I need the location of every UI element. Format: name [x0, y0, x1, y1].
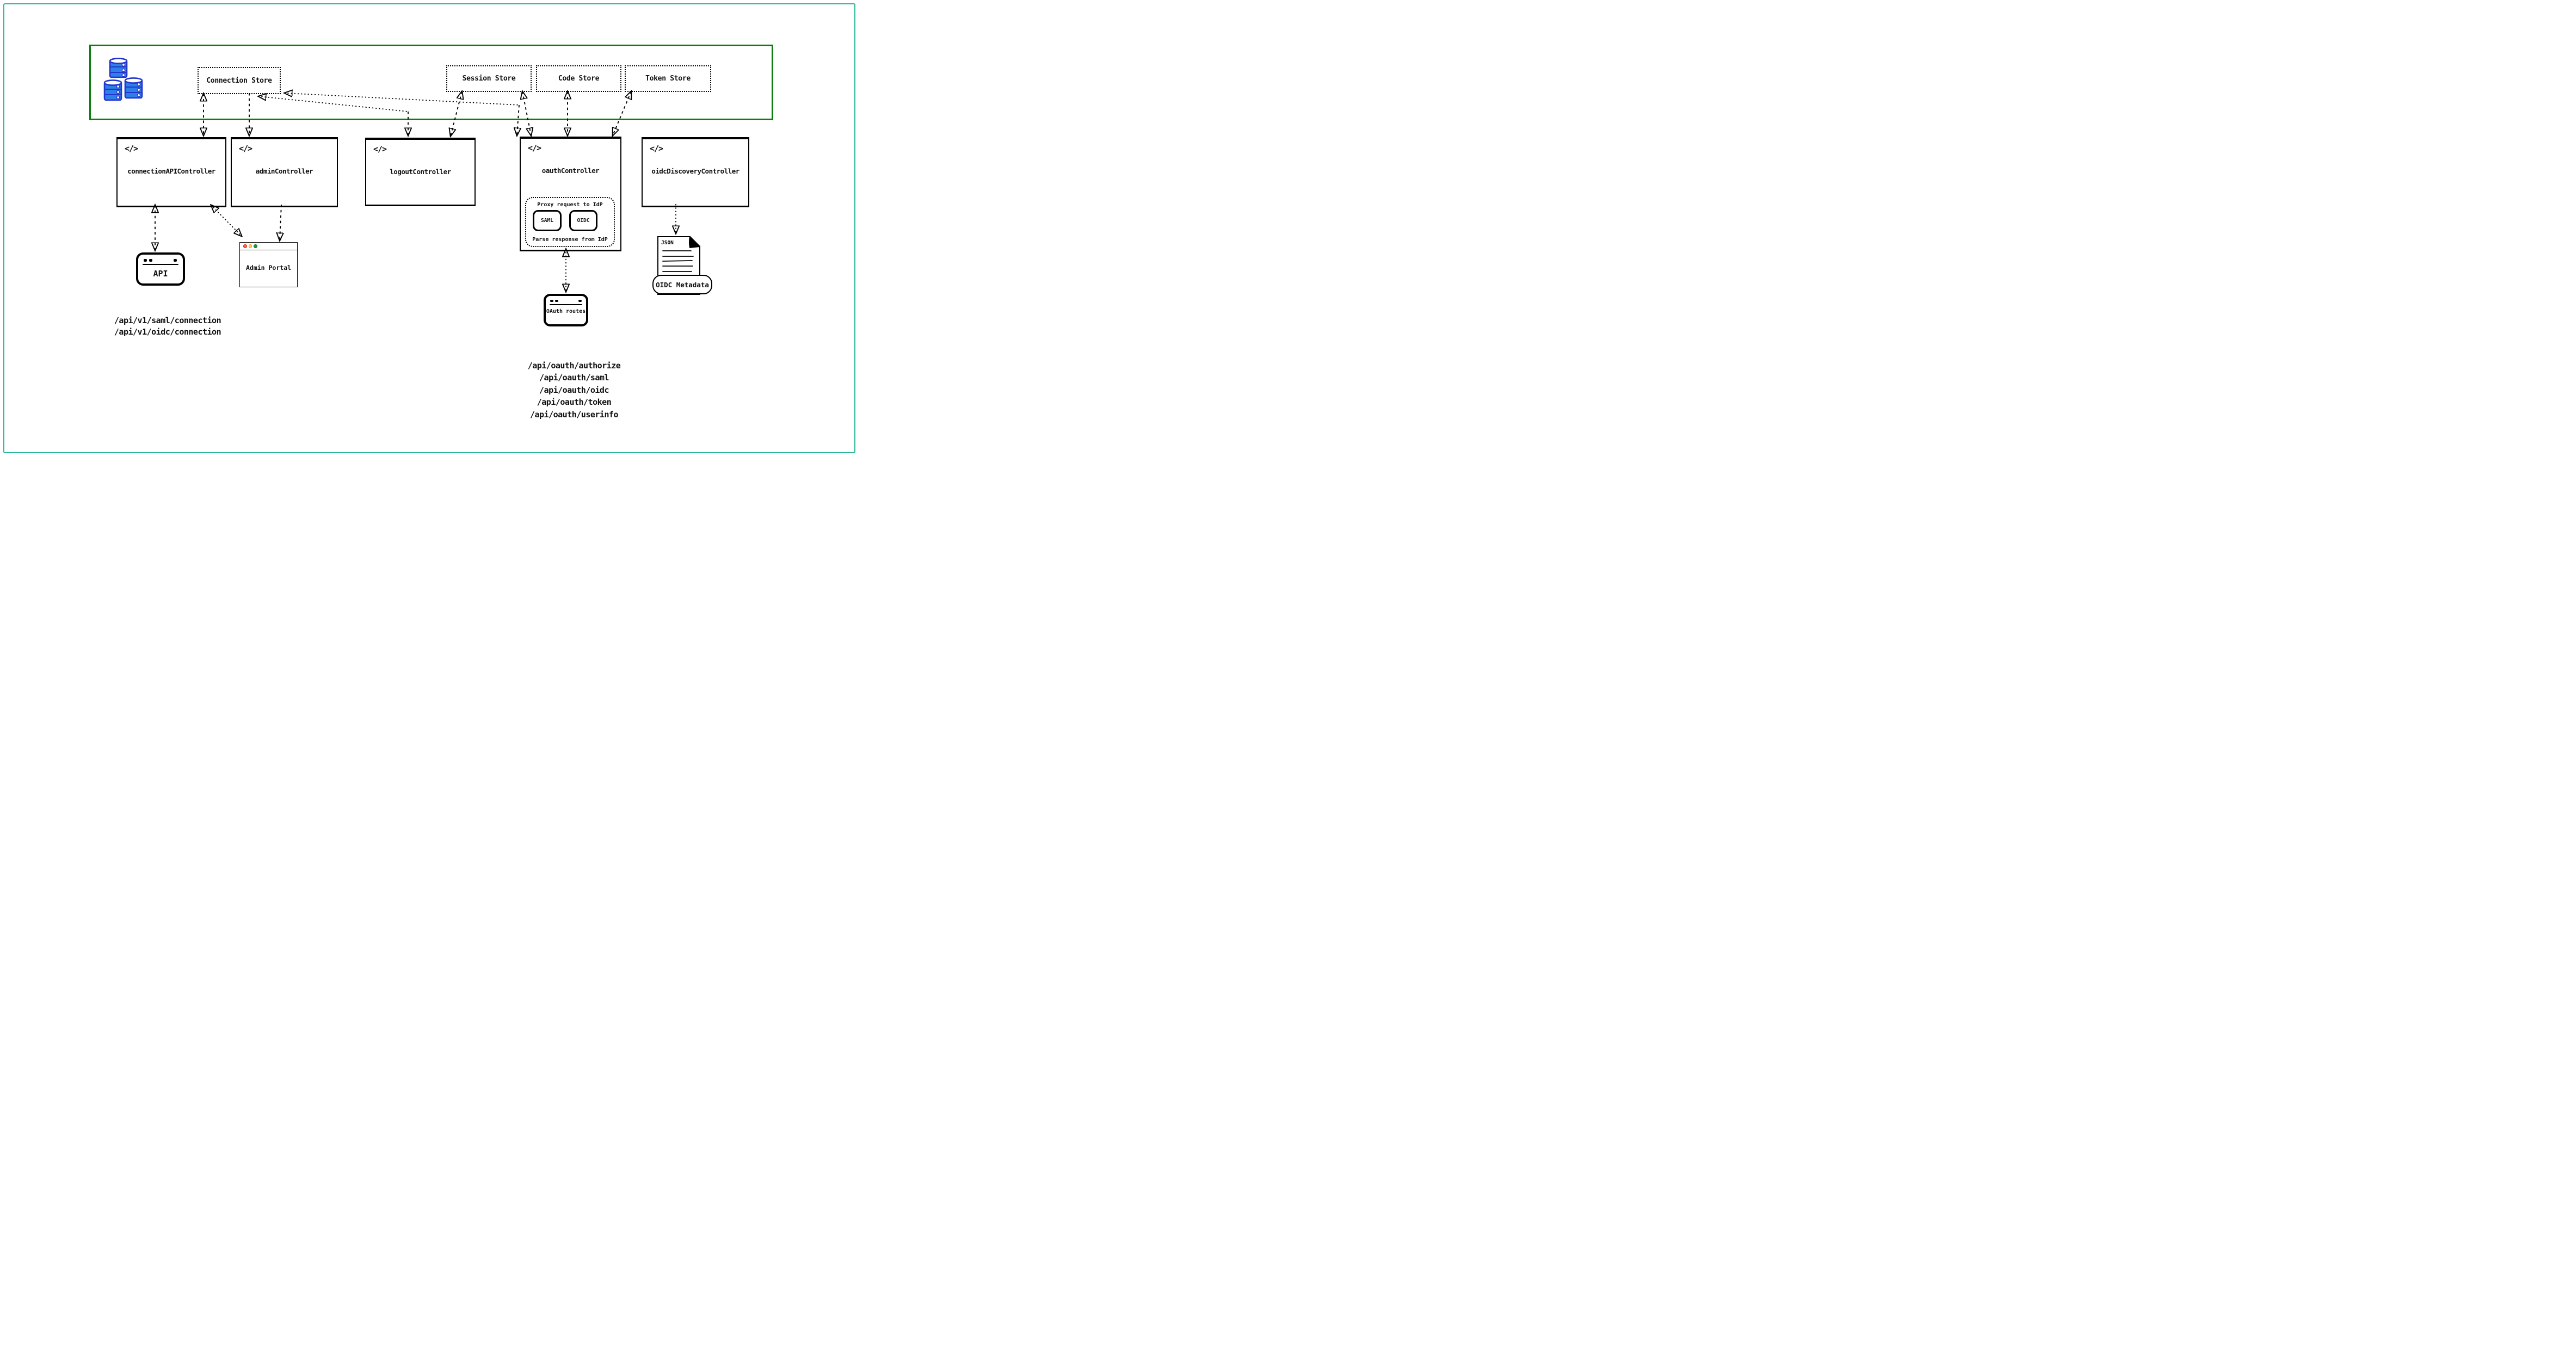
oauth-endpoints: /api/oauth/authorize /api/oauth/saml /ap…	[514, 360, 634, 421]
protocol-oidc: OIDC	[569, 210, 597, 231]
node-admin-controller: </> adminController	[231, 137, 338, 207]
outer-frame	[3, 3, 855, 453]
store-token: Token Store	[625, 65, 711, 92]
window-dot-icon	[174, 259, 177, 262]
store-code: Code Store	[536, 65, 621, 92]
store-session-label: Session Store	[462, 75, 516, 83]
store-connection: Connection Store	[198, 67, 281, 94]
code-icon: </>	[528, 143, 541, 153]
endpoint-path: /api/oauth/userinfo	[529, 409, 619, 419]
window-dot-icon	[578, 300, 582, 302]
node-connection-api-controller: </> connectionAPIController	[116, 137, 226, 207]
store-connection-label: Connection Store	[206, 76, 272, 85]
endpoint-path: /api/oauth/saml	[539, 373, 609, 383]
protocol-saml-label: SAML	[541, 218, 553, 224]
browser-titlebar	[240, 243, 297, 250]
window-dot-icon	[550, 300, 553, 302]
code-icon: </>	[239, 144, 252, 153]
node-label: adminController	[255, 167, 313, 175]
node-label: oidcDiscoveryController	[651, 167, 739, 175]
window-dot-icon	[144, 259, 147, 262]
store-code-label: Code Store	[558, 75, 600, 83]
admin-portal-window: Admin Portal	[239, 242, 298, 287]
code-icon: </>	[650, 144, 663, 153]
window-bar	[550, 304, 582, 305]
database-icon	[103, 58, 143, 101]
idp-proxy-group: Proxy request to IdP SAML OIDC Parse res…	[525, 197, 615, 247]
protocol-saml: SAML	[533, 210, 562, 231]
node-label: logoutController	[390, 168, 451, 176]
protocol-oidc-label: OIDC	[577, 218, 590, 224]
oidc-metadata-label: OIDC Metadata	[656, 280, 709, 289]
store-token-label: Token Store	[645, 75, 691, 83]
node-oidc-discovery-controller: </> oidcDiscoveryController	[642, 137, 749, 207]
maximize-icon	[254, 244, 257, 248]
node-label: oauthController	[541, 166, 600, 175]
endpoint-path: /api/v1/oidc/connection	[114, 327, 221, 337]
node-logout-controller: </> logoutController	[365, 138, 476, 206]
window-dot-icon	[555, 300, 558, 302]
endpoint-path: /api/oauth/authorize	[527, 361, 621, 371]
close-icon	[243, 244, 247, 248]
minimize-icon	[248, 244, 252, 248]
code-icon: </>	[373, 144, 387, 154]
admin-portal-label: Admin Portal	[245, 264, 292, 271]
window-bar	[143, 263, 178, 266]
endpoint-path: /api/oauth/oidc	[539, 385, 609, 395]
endpoint-path: /api/oauth/token	[537, 397, 612, 408]
diagram-canvas: Connection Store Session Store Code Stor…	[0, 0, 859, 456]
node-label: connectionAPIController	[127, 167, 215, 175]
proxy-request-label: Proxy request to IdP	[537, 202, 603, 208]
oauth-routes-window: OAuth routes	[544, 294, 588, 326]
api-window: API	[136, 252, 185, 286]
window-dot-icon	[149, 259, 152, 262]
store-session: Session Store	[446, 65, 532, 92]
oidc-metadata-badge: OIDC Metadata	[652, 275, 712, 294]
parse-response-label: Parse response from IdP	[532, 237, 608, 243]
oauth-routes-label: OAuth routes	[546, 308, 586, 314]
connection-api-endpoints: /api/v1/saml/connection /api/v1/oidc/con…	[108, 315, 227, 338]
code-icon: </>	[125, 144, 138, 153]
node-oauth-controller: </> oauthController Proxy request to IdP…	[520, 137, 621, 251]
endpoint-path: /api/v1/saml/connection	[114, 316, 221, 325]
svg-text:JSON: JSON	[661, 240, 674, 246]
api-window-label: API	[153, 269, 168, 279]
